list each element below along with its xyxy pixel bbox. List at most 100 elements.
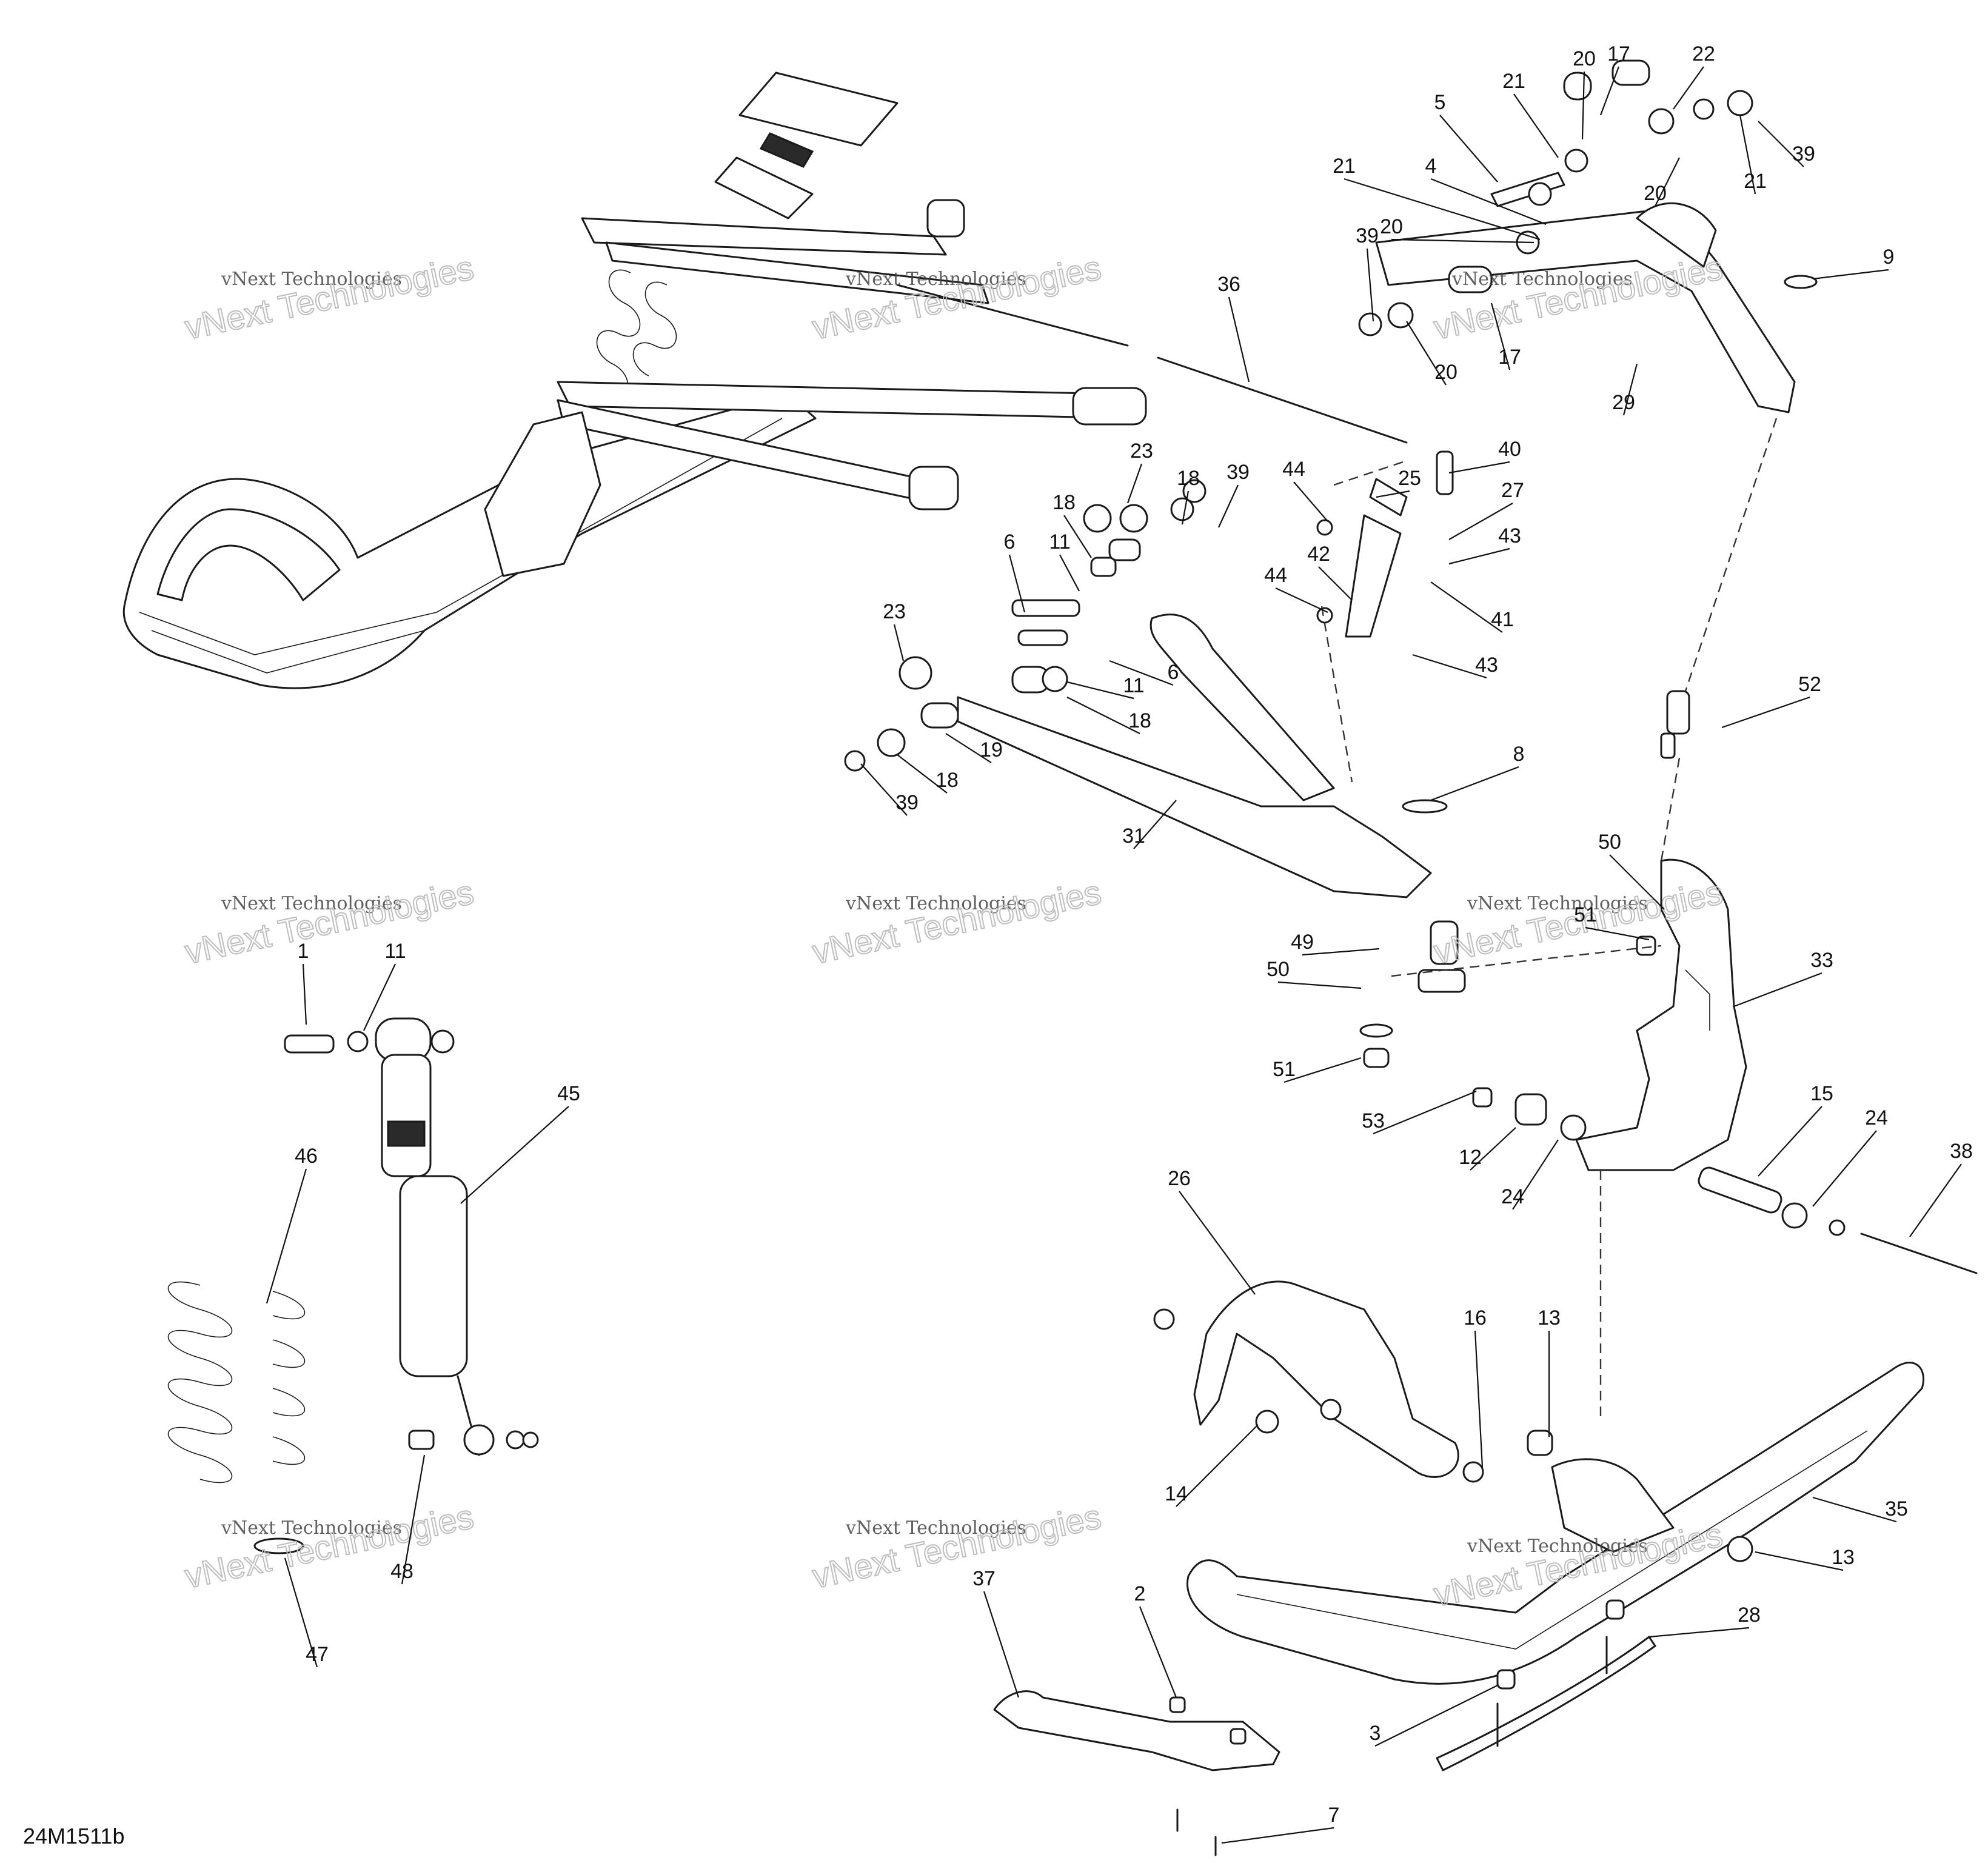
callout-leader [1228, 296, 1250, 383]
callout-number: 37 [972, 1567, 996, 1590]
callout-leader [1302, 948, 1380, 956]
callout-leader [1470, 1127, 1516, 1171]
callout-leader [1059, 554, 1080, 592]
callout-leader [1063, 515, 1092, 558]
callout-number: 17 [1498, 346, 1521, 369]
callout-leader [1133, 800, 1177, 849]
callout-number: 33 [1810, 949, 1833, 972]
callout-leader [1139, 1606, 1177, 1698]
callout-leader [1008, 554, 1026, 613]
callout-number: 21 [1502, 70, 1525, 93]
callout-number: 19 [980, 738, 1003, 761]
callout-number: 50 [1267, 958, 1290, 981]
callout-number: 4 [1425, 155, 1437, 178]
callout-number: 14 [1165, 1482, 1188, 1505]
alignment-lines [1320, 418, 1778, 1419]
callout-leader [1739, 115, 1756, 195]
callout-leader [860, 763, 908, 816]
callout-number: 43 [1475, 654, 1498, 677]
callout-number: 3 [1370, 1722, 1381, 1745]
callout-leader [1909, 1163, 1962, 1237]
callout-leader [1673, 66, 1704, 110]
callout-leader [1758, 121, 1804, 167]
callout-leader [1758, 1106, 1822, 1177]
callout-leader [1412, 654, 1487, 679]
callout-number: 38 [1950, 1140, 1973, 1163]
callout-leader [1176, 1424, 1259, 1507]
callout-leader [897, 754, 948, 794]
callout-number: 1 [298, 940, 309, 963]
callout-leader [1277, 981, 1362, 989]
callout-number: 20 [1380, 215, 1403, 238]
callout-number: 35 [1885, 1497, 1908, 1520]
callout-leader [1721, 696, 1810, 729]
spindle-group [1359, 690, 1978, 1274]
callout-leader [1599, 66, 1620, 116]
callout-leader [1366, 248, 1374, 322]
callout-leader [1391, 238, 1535, 244]
callout-leader [1217, 484, 1239, 528]
callout-number: 6 [1168, 661, 1179, 684]
callout-number: 51 [1273, 1058, 1296, 1081]
callout-leader [945, 733, 992, 763]
callout-leader [1275, 587, 1328, 613]
callout-number: 43 [1498, 524, 1521, 547]
callout-leader [1448, 547, 1510, 565]
callout-number: 18 [1053, 491, 1076, 514]
callout-number: 22 [1692, 42, 1715, 65]
callout-leader [1812, 1130, 1877, 1207]
callout-number: 11 [1049, 530, 1070, 554]
callout-number: 39 [895, 791, 919, 814]
callout-number: 20 [1434, 361, 1458, 384]
callout-leader [1109, 660, 1174, 686]
watermark-line1: vNext Technologies [845, 1517, 1026, 1539]
callout-leader [1430, 178, 1547, 226]
callout-leader [1283, 1057, 1362, 1083]
callout-number: 9 [1883, 246, 1895, 269]
callout-number: 5 [1434, 91, 1446, 114]
callout-leader [1179, 1191, 1256, 1295]
callout-leader [1448, 503, 1513, 540]
callout-leader [1609, 854, 1665, 910]
callout-number: 21 [1744, 170, 1767, 193]
callout-number: 26 [1168, 1167, 1191, 1190]
callout-number: 36 [1217, 273, 1240, 296]
callout-number: 8 [1513, 743, 1525, 766]
callout-number: 11 [384, 940, 406, 963]
callout-number: 41 [1491, 608, 1514, 631]
callout-number: 50 [1598, 831, 1621, 854]
callout-leader [1513, 93, 1559, 158]
callout-leader [1430, 766, 1519, 801]
callout-number: 21 [1333, 155, 1356, 178]
lower-a-arm-group [844, 450, 1454, 898]
callout-leader [266, 1168, 307, 1304]
shock-and-spring [167, 1017, 539, 1554]
callout-leader [1755, 1551, 1844, 1571]
callout-number: 23 [883, 600, 906, 623]
callout-layer: 1234566789111111121313141516171718181818… [266, 42, 1973, 1844]
callout-number: 47 [306, 1643, 329, 1666]
callout-number: 20 [1573, 47, 1596, 70]
watermark-line2: vNext Technologies [809, 1497, 1104, 1595]
callout-number: 23 [1130, 440, 1153, 463]
callout-number: 24 [1865, 1106, 1888, 1129]
callout-leader [1221, 1827, 1334, 1844]
callout-number: 18 [1177, 467, 1200, 490]
callout-leader [983, 1591, 1020, 1698]
callout-leader [1430, 581, 1503, 633]
watermark-line1: vNext Technologies [221, 1517, 402, 1539]
callout-number: 44 [1282, 458, 1305, 481]
watermark-line1: vNext Technologies [845, 269, 1026, 290]
callout-number: 25 [1398, 467, 1421, 490]
callout-leader [460, 1106, 569, 1204]
callout-number: 13 [1538, 1306, 1561, 1330]
callout-number: 12 [1459, 1146, 1482, 1169]
callout-leader [1474, 1330, 1484, 1468]
callout-number: 17 [1607, 42, 1630, 65]
assembled-front-suspension [122, 72, 1408, 689]
callout-leader [302, 963, 307, 1025]
callout-number: 53 [1362, 1109, 1385, 1132]
watermark-line1: vNext Technologies [1467, 893, 1648, 914]
callout-leader [1126, 463, 1143, 504]
